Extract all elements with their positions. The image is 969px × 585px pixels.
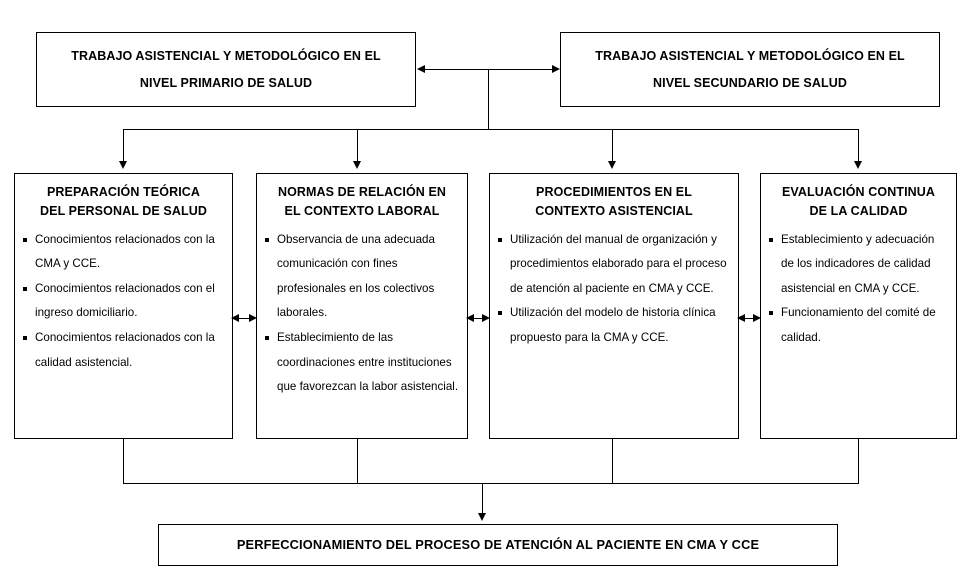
top-box-primary-level-title: TRABAJO ASISTENCIAL Y METODOLÓGICO EN EL… bbox=[63, 43, 389, 96]
list-item: Funcionamiento del comité de calidad. bbox=[769, 301, 948, 350]
column-box-normas-de-relacion-title: NORMAS DE RELACIÓN EN EL CONTEXTO LABORA… bbox=[265, 183, 459, 222]
connector-col3-col4-arrow-left-icon bbox=[737, 314, 745, 322]
column-title-line2: EL CONTEXTO LABORAL bbox=[284, 204, 440, 219]
connector-collector-bar bbox=[123, 483, 859, 484]
connector-drop-col4 bbox=[858, 129, 859, 162]
column-bullet-list: Conocimientos relacionados con la CMA y … bbox=[23, 228, 224, 375]
top-box-secondary-level-title: TRABAJO ASISTENCIAL Y METODOLÓGICO EN EL… bbox=[587, 43, 913, 96]
connector-top-arrow-left-icon bbox=[417, 65, 425, 73]
column-title-line1: PREPARACIÓN TEÓRICA bbox=[46, 185, 201, 199]
connector-top-drop-line bbox=[488, 69, 489, 130]
top-box-primary-level: TRABAJO ASISTENCIAL Y METODOLÓGICO EN EL… bbox=[36, 32, 416, 107]
connector-distribution-bar bbox=[123, 129, 859, 130]
column-title-line2: CONTEXTO ASISTENCIAL bbox=[535, 204, 693, 219]
bottom-box-perfeccionamiento: PERFECCIONAMIENTO DEL PROCESO DE ATENCIÓ… bbox=[158, 524, 838, 566]
connector-arrow-col2-icon bbox=[353, 161, 361, 169]
column-box-preparacion-teorica-title: PREPARACIÓN TEÓRICA DEL PERSONAL DE SALU… bbox=[23, 183, 224, 222]
connector-col3-col4-arrow-right-icon bbox=[753, 314, 761, 322]
connector-drop-col1 bbox=[123, 129, 124, 162]
column-title-line1: PROCEDIMIENTOS EN EL bbox=[536, 185, 692, 199]
top-box-secondary-level: TRABAJO ASISTENCIAL Y METODOLÓGICO EN EL… bbox=[560, 32, 940, 107]
connector-arrow-bottom-icon bbox=[478, 513, 486, 521]
column-box-normas-de-relacion: NORMAS DE RELACIÓN EN EL CONTEXTO LABORA… bbox=[256, 173, 468, 439]
column-bullet-list: Establecimiento y adecuación de los indi… bbox=[769, 228, 948, 351]
connector-arrow-col4-icon bbox=[854, 161, 862, 169]
connector-drop-to-bottom bbox=[482, 483, 483, 514]
list-item: Establecimiento y adecuación de los indi… bbox=[769, 228, 948, 302]
connector-rise-col1 bbox=[123, 439, 124, 484]
list-item: Conocimientos relacionados con la calida… bbox=[23, 326, 224, 375]
connector-rise-col2 bbox=[357, 439, 358, 484]
top-box-primary-level-line2: NIVEL PRIMARIO DE SALUD bbox=[139, 75, 313, 90]
list-item: Conocimientos relacionados con el ingres… bbox=[23, 277, 224, 326]
column-box-evaluacion-continua-title: EVALUACIÓN CONTINUA DE LA CALIDAD bbox=[769, 183, 948, 222]
connector-top-arrow-right-icon bbox=[552, 65, 560, 73]
column-title-line1: NORMAS DE RELACIÓN EN bbox=[277, 185, 447, 199]
connector-drop-col3 bbox=[612, 129, 613, 162]
list-item: Conocimientos relacionados con la CMA y … bbox=[23, 228, 224, 277]
column-box-evaluacion-continua: EVALUACIÓN CONTINUA DE LA CALIDAD Establ… bbox=[760, 173, 957, 439]
list-item: Establecimiento de las coordinaciones en… bbox=[265, 326, 459, 400]
column-box-procedimientos-title: PROCEDIMIENTOS EN EL CONTEXTO ASISTENCIA… bbox=[498, 183, 730, 222]
connector-col3-col4-line bbox=[742, 318, 757, 319]
connector-col1-col2-arrow-left-icon bbox=[231, 314, 239, 322]
column-box-preparacion-teorica: PREPARACIÓN TEÓRICA DEL PERSONAL DE SALU… bbox=[14, 173, 233, 439]
connector-col1-col2-arrow-right-icon bbox=[249, 314, 257, 322]
list-item: Observancia de una adecuada comunicación… bbox=[265, 228, 459, 326]
connector-arrow-col1-icon bbox=[119, 161, 127, 169]
list-item: Utilización del modelo de historia clíni… bbox=[498, 301, 730, 350]
connector-drop-col2 bbox=[357, 129, 358, 162]
connector-col2-col3-arrow-right-icon bbox=[482, 314, 490, 322]
connector-col2-col3-line bbox=[471, 318, 487, 319]
column-box-procedimientos: PROCEDIMIENTOS EN EL CONTEXTO ASISTENCIA… bbox=[489, 173, 739, 439]
list-item: Utilización del manual de organización y… bbox=[498, 228, 730, 302]
connector-col2-col3-arrow-left-icon bbox=[466, 314, 474, 322]
top-box-secondary-level-line1: TRABAJO ASISTENCIAL Y METODOLÓGICO EN EL bbox=[595, 49, 905, 64]
top-box-primary-level-line1: TRABAJO ASISTENCIAL Y METODOLÓGICO EN EL bbox=[71, 49, 381, 64]
column-title-line2: DEL PERSONAL DE SALUD bbox=[40, 204, 207, 219]
top-box-secondary-level-line2: NIVEL SECUNDARIO DE SALUD bbox=[653, 75, 847, 90]
column-title-line1: EVALUACIÓN CONTINUA bbox=[781, 185, 936, 199]
bottom-box-perfeccionamiento-title: PERFECCIONAMIENTO DEL PROCESO DE ATENCIÓ… bbox=[236, 537, 760, 553]
column-bullet-list: Utilización del manual de organización y… bbox=[498, 228, 730, 351]
column-title-line2: DE LA CALIDAD bbox=[809, 204, 908, 219]
connector-arrow-col3-icon bbox=[608, 161, 616, 169]
connector-col1-col2-line bbox=[236, 318, 254, 319]
connector-rise-col4 bbox=[858, 439, 859, 484]
connector-rise-col3 bbox=[612, 439, 613, 484]
column-bullet-list: Observancia de una adecuada comunicación… bbox=[265, 228, 459, 400]
